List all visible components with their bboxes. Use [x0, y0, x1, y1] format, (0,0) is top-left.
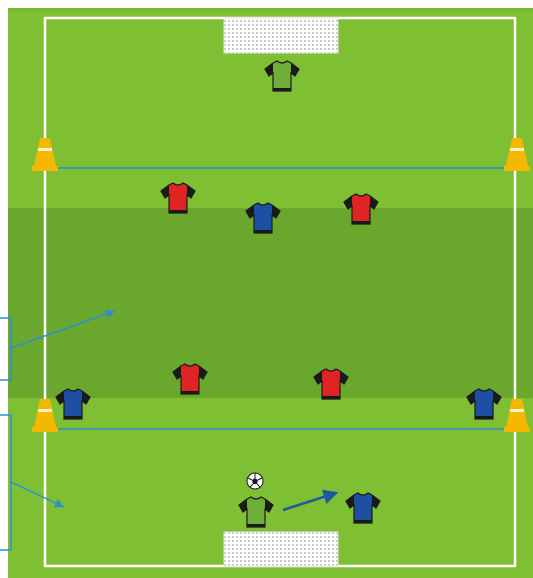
pitch-stripe-top [8, 8, 533, 12]
pitch [8, 8, 533, 578]
soccer-ball-icon [247, 473, 263, 489]
goal-top [224, 18, 338, 53]
pitch-stripe-center [8, 208, 533, 398]
goal-bottom [224, 532, 338, 566]
